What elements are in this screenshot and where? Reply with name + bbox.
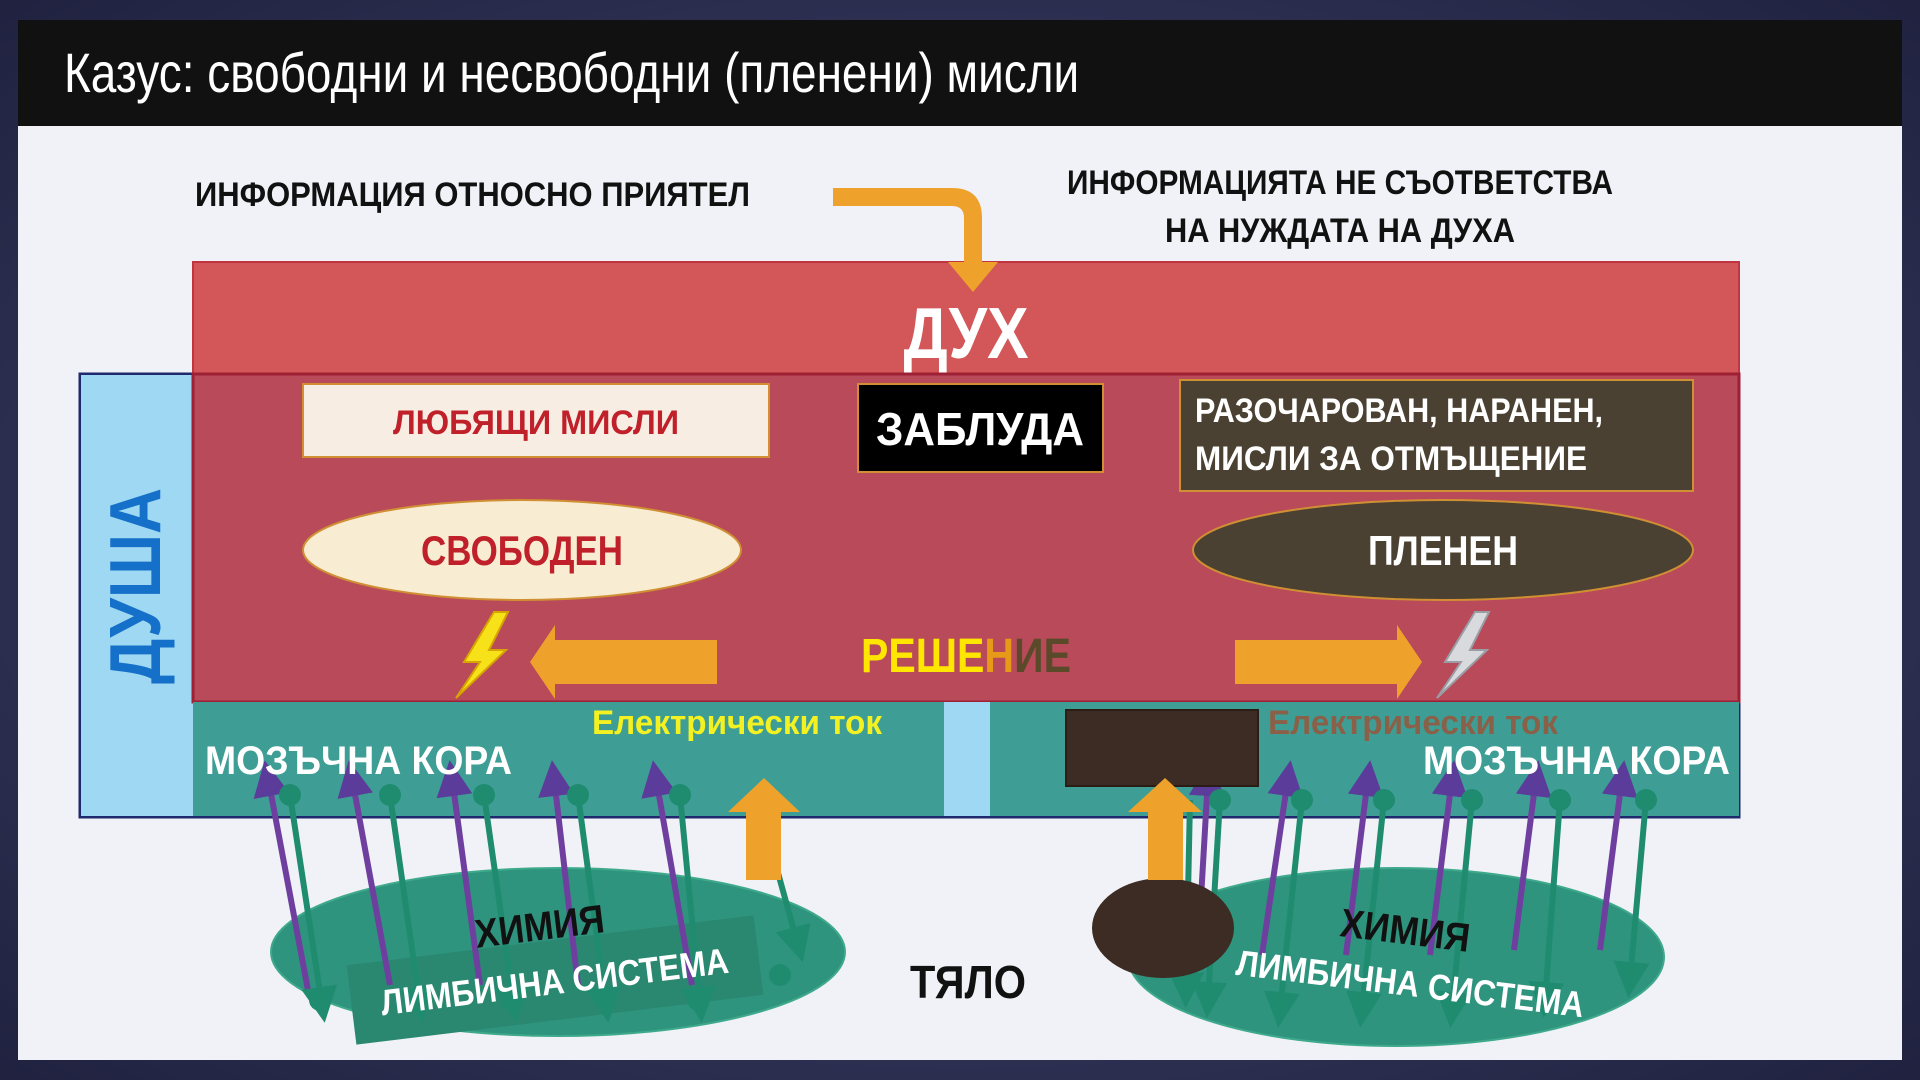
loving-thoughts-label: ЛЮБЯЩИ МИСЛИ <box>393 404 679 442</box>
hurt-label-line2: МИСЛИ ЗА ОТМЪЩЕНИЕ <box>1195 440 1587 478</box>
arrow-right-icon <box>1235 625 1422 699</box>
current-up-arrow-left-icon <box>728 778 800 880</box>
cortex-right-label: МОЗЪЧНА КОРА <box>1423 739 1730 783</box>
loving-thoughts-box <box>302 383 770 458</box>
spirit-label: ДУХ <box>904 294 1029 374</box>
current-up-arrow-right-icon <box>1128 778 1202 880</box>
cortex-gap <box>944 702 990 816</box>
cortex-left-label: МОЗЪЧНА КОРА <box>205 739 512 783</box>
blocked-blob <box>1092 878 1234 978</box>
info-arrow-icon <box>833 188 998 292</box>
slide-title: Казус: свободни и несвободни (пленени) м… <box>64 41 1080 104</box>
top-right-caption-line2: НА НУЖДАТА НА ДУХА <box>1165 212 1515 250</box>
lightning-grey-icon <box>1436 611 1491 699</box>
right-fiber-nodes <box>1209 789 1657 811</box>
left-fiber-nodes <box>279 784 791 1011</box>
top-left-caption: ИНФОРМАЦИЯ ОТНОСНО ПРИЯТЕЛ <box>195 176 750 214</box>
captive-ellipse <box>1192 499 1694 601</box>
soul-label: ДУША <box>96 488 176 684</box>
hurt-thoughts-box <box>1179 379 1694 492</box>
hurt-label-line1: РАЗОЧАРОВАН, НАРАНЕН, <box>1195 392 1603 430</box>
top-right-caption-line1: ИНФОРМАЦИЯТА НЕ СЪОТВЕТСТВА <box>1067 164 1613 202</box>
lightning-yellow-icon <box>455 611 510 699</box>
title-bar: Казус: свободни и несвободни (пленени) м… <box>18 20 1902 126</box>
limbic-left-plaque <box>346 915 764 1045</box>
soul-strip <box>81 375 193 816</box>
body-label: ТЯЛО <box>910 956 1026 1008</box>
free-label: СВОБОДЕН <box>421 527 623 574</box>
free-ellipse <box>302 499 742 601</box>
decision-part2: Н <box>984 630 1014 683</box>
delusion-box <box>857 383 1104 473</box>
decision-part3: ИЕ <box>1014 630 1071 683</box>
electric-current-right: Електрически ток <box>1268 704 1559 742</box>
decision-label: РЕШЕНИЕ <box>861 630 1071 683</box>
decision-part1: РЕШЕ <box>861 630 984 683</box>
blocked-cortex-block <box>1065 709 1259 787</box>
captive-label: ПЛЕНЕН <box>1368 527 1518 574</box>
electric-current-left: Електрически ток <box>592 704 883 742</box>
arrow-left-icon <box>530 625 717 699</box>
delusion-label: ЗАБЛУДА <box>876 403 1084 455</box>
